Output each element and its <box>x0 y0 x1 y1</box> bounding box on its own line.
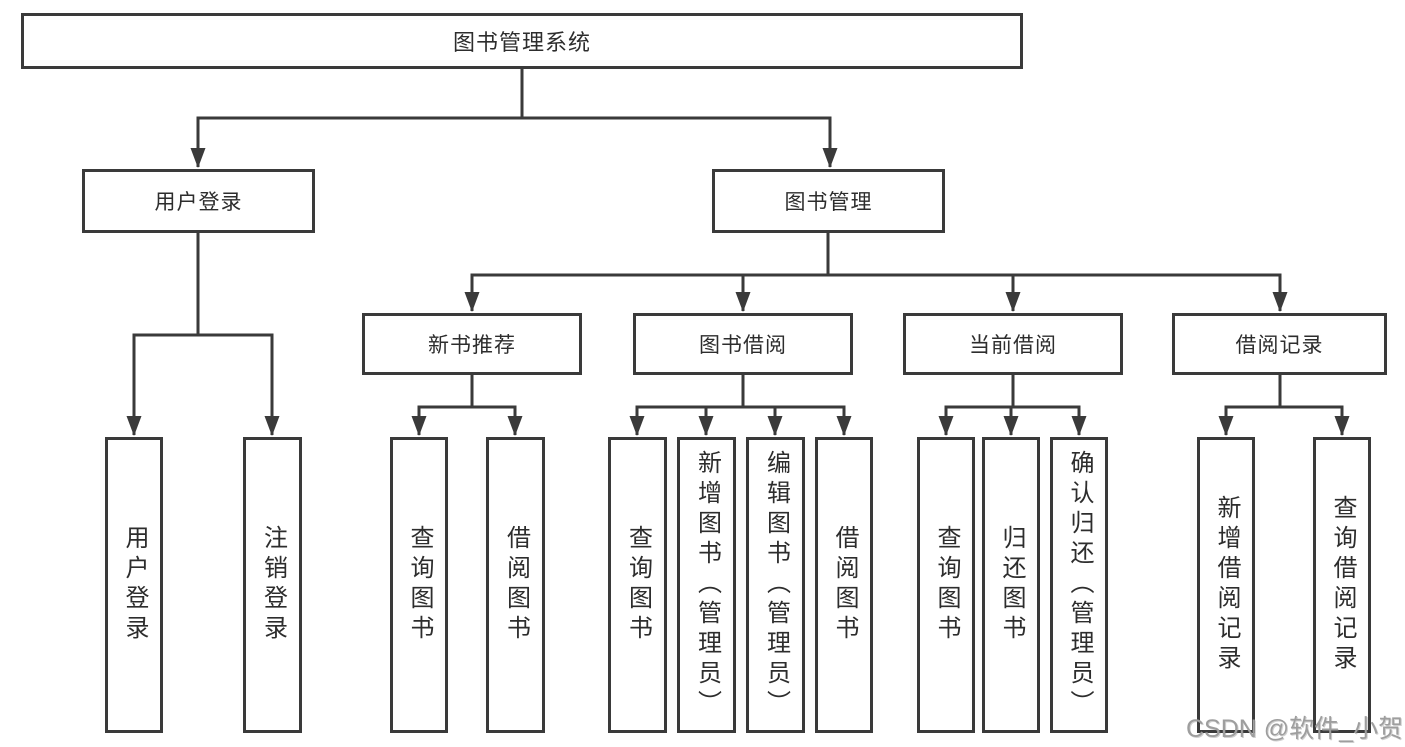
leaf-edit-books-admin-label: 编辑图书（管理员） <box>762 450 790 720</box>
leaf-query-borrow-record: 查询借阅记录 <box>1313 437 1371 733</box>
leaf-query-books-2: 查询图书 <box>608 437 667 733</box>
leaf-query-books-1: 查询图书 <box>390 437 448 733</box>
node-book-management-label: 图书管理 <box>784 191 873 214</box>
node-user-login-label: 用户登录 <box>154 191 243 214</box>
node-current-borrow: 当前借阅 <box>903 313 1123 375</box>
leaf-add-books-admin-label: 新增图书（管理员） <box>693 450 721 720</box>
leaf-return-books: 归还图书 <box>982 437 1040 733</box>
node-new-book-recommend: 新书推荐 <box>362 313 582 375</box>
node-book-management: 图书管理 <box>712 169 945 233</box>
leaf-borrow-books-2: 借阅图书 <box>815 437 873 733</box>
leaf-confirm-return-admin: 确认归还（管理员） <box>1050 437 1108 733</box>
watermark: CSDN @软件_小贺同学 <box>1186 715 1405 743</box>
node-root: 图书管理系统 <box>21 13 1023 69</box>
leaf-query-books-1-label: 查询图书 <box>406 525 433 645</box>
leaf-query-books-3-label: 查询图书 <box>933 525 960 645</box>
node-borrow-records-label: 借阅记录 <box>1235 334 1324 357</box>
leaf-borrow-books-1: 借阅图书 <box>486 437 545 733</box>
leaf-user-login-label: 用户登录 <box>121 525 148 645</box>
leaf-return-books-label: 归还图书 <box>998 525 1025 645</box>
leaf-edit-books-admin: 编辑图书（管理员） <box>746 437 805 733</box>
node-book-borrow-label: 图书借阅 <box>699 334 787 357</box>
connectors-borrow-records <box>1218 375 1350 436</box>
node-new-book-recommend-label: 新书推荐 <box>428 334 516 357</box>
node-borrow-records: 借阅记录 <box>1172 313 1387 375</box>
leaf-add-borrow-record: 新增借阅记录 <box>1197 437 1255 733</box>
leaf-user-login: 用户登录 <box>105 437 163 733</box>
node-user-login: 用户登录 <box>82 169 315 233</box>
node-book-borrow: 图书借阅 <box>633 313 853 375</box>
connectors-current-borrow <box>938 375 1087 436</box>
node-root-label: 图书管理系统 <box>452 30 591 55</box>
leaf-query-books-3: 查询图书 <box>917 437 975 733</box>
leaf-add-borrow-record-label: 新增借阅记录 <box>1213 495 1240 675</box>
connectors-user-login <box>126 233 280 436</box>
leaf-logout: 注销登录 <box>243 437 302 733</box>
leaf-query-borrow-record-label: 查询借阅记录 <box>1329 495 1356 675</box>
leaf-confirm-return-admin-label: 确认归还（管理员） <box>1066 450 1093 720</box>
connectors-new-book-recommend <box>411 375 523 436</box>
leaf-borrow-books-2-label: 借阅图书 <box>831 525 858 645</box>
connectors-root <box>190 69 838 168</box>
connectors-book-borrow <box>629 375 852 436</box>
node-current-borrow-label: 当前借阅 <box>969 334 1057 357</box>
connectors-book-management <box>464 233 1288 312</box>
leaf-logout-label: 注销登录 <box>259 525 287 645</box>
leaf-query-books-2-label: 查询图书 <box>624 525 652 645</box>
leaf-add-books-admin: 新增图书（管理员） <box>677 437 736 733</box>
leaf-borrow-books-1-label: 借阅图书 <box>502 525 530 645</box>
